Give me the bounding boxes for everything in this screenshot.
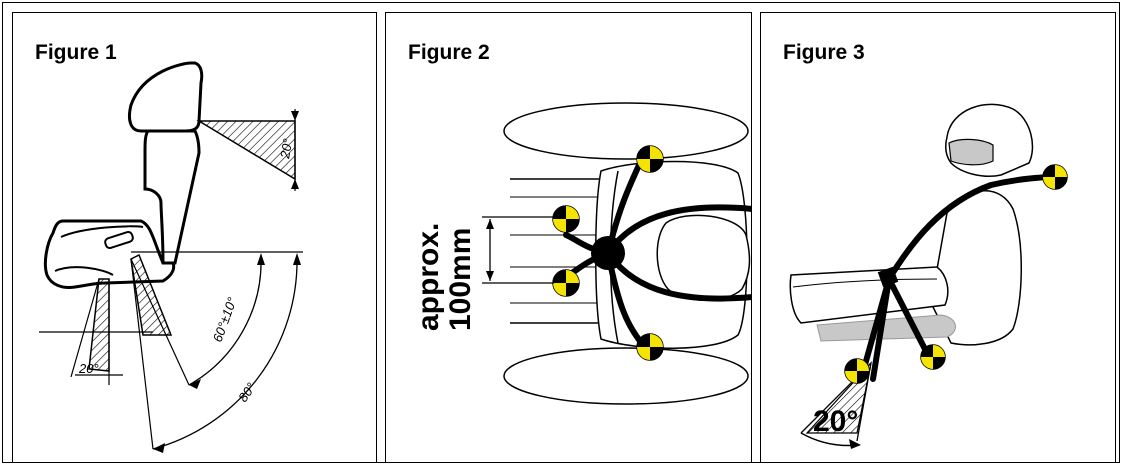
- shoulder-top: [503, 102, 749, 160]
- seat-backrest: [143, 129, 201, 265]
- target-left-lower: [552, 269, 580, 297]
- shoulder-bottom: [503, 347, 749, 405]
- target-shoulder: [1042, 164, 1068, 190]
- figure-1-panel: 20° 20° 60°±10° 80° Figure 1: [12, 12, 377, 463]
- figure-1-title: Figure 1: [35, 41, 117, 64]
- spacing-label-line1: approx.: [412, 223, 445, 331]
- figure-3-harness-side-diagram: 20°: [789, 103, 1068, 449]
- figure-3-panel: 20° Figure 3: [760, 12, 1116, 463]
- spacing-label-line2: 100mm: [444, 228, 477, 331]
- thighs: [510, 178, 602, 324]
- hatch-wedge-bottom-right: [130, 253, 173, 336]
- target-top: [636, 145, 664, 173]
- seat-cushion: [43, 219, 176, 289]
- angle-top-label: 20°: [277, 138, 295, 161]
- figure-3-title: Figure 3: [783, 41, 865, 64]
- target-bottom: [636, 333, 664, 361]
- angle-20-label: 20°: [813, 405, 858, 438]
- angle-max-label: 80°: [235, 380, 259, 405]
- seat-back: [930, 190, 1022, 346]
- harness-buckle: [591, 236, 625, 270]
- buckle-side: [877, 266, 899, 288]
- arc-recline: [188, 256, 262, 386]
- hatch-wedge-bottom-left: [88, 278, 110, 372]
- target-left-upper: [552, 205, 580, 233]
- leg: [789, 266, 949, 324]
- figure-2-title: Figure 2: [408, 41, 490, 64]
- seat-cushion-gray: [816, 314, 956, 342]
- head: [656, 214, 751, 301]
- figure-2-harness-diagram: approx. 100mm: [412, 102, 751, 405]
- figure-2-panel: approx. 100mm Figure 2: [385, 12, 752, 463]
- angle-recline-label: 60°±10°: [210, 295, 240, 344]
- figure-1-seat-diagram: 20° 20° 60°±10° 80°: [39, 61, 303, 453]
- target-crotch: [844, 358, 870, 384]
- target-thigh: [920, 344, 946, 370]
- belt-slot: [104, 230, 134, 250]
- angle-bottom-left-label: 20°: [78, 361, 99, 376]
- arc-max: [152, 256, 298, 450]
- seat-headrest: [127, 61, 204, 133]
